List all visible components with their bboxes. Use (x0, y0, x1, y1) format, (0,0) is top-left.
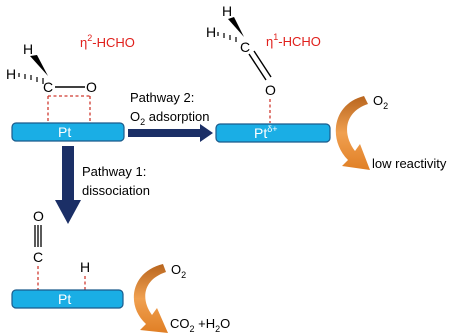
pathway2-arrow (128, 124, 213, 142)
curved-orange-arrow-bottom (133, 264, 168, 333)
pt-delta-surface: Ptδ+ (215, 123, 331, 143)
eta1-hcho-group: η1-HCHO H H C O (206, 3, 321, 123)
svg-text:dissociation: dissociation (82, 183, 150, 198)
svg-text:Ptδ+: Ptδ+ (254, 124, 278, 141)
atom-o: O (86, 79, 97, 95)
pathway1-arrow (55, 146, 81, 224)
o2-label-bottom: O2 (171, 262, 186, 280)
pathway1-label: Pathway 1: dissociation (82, 164, 150, 198)
atom-c-bottom: C (33, 249, 43, 265)
triple-bond (34, 225, 42, 247)
curved-orange-arrow-top (335, 96, 370, 170)
svg-text:Pathway 2:: Pathway 2: (130, 90, 194, 105)
pathway2-label: Pathway 2: O2 adsorption (130, 90, 209, 127)
atom-c-right: C (240, 39, 250, 55)
wedge-bond (30, 55, 48, 76)
svg-text:O2 adsorption: O2 adsorption (130, 109, 209, 127)
atom-h-left: H (6, 66, 16, 82)
eta2-hcho-group: η2-HCHO H H C O (6, 33, 135, 123)
atom-h-bottom: H (80, 259, 90, 275)
c-o-double-bond-1 (248, 53, 267, 81)
svg-text:Pt: Pt (58, 124, 71, 140)
o2-label-top: O2 (373, 93, 388, 111)
atom-o-right: O (265, 82, 276, 98)
pt-surface-top-left: Pt (11, 122, 125, 142)
svg-text:Pt: Pt (58, 291, 71, 307)
atom-h-left-right: H (206, 24, 216, 40)
c-o-double-bond-2 (253, 50, 272, 78)
dissociated-species: O C H (33, 208, 90, 290)
wedge-bond-right (228, 17, 244, 37)
eta1-hcho-label: η1-HCHO (266, 32, 321, 49)
hashed-bond (18, 73, 44, 84)
eta2-hcho-label: η2-HCHO (80, 33, 135, 50)
products-label: CO2 +H2O (170, 316, 230, 334)
atom-h-top: H (23, 41, 33, 57)
atom-c: C (43, 79, 53, 95)
svg-text:Pathway 1:: Pathway 1: (82, 164, 146, 179)
atom-h-top-right: H (222, 3, 232, 19)
pt-surface-bottom: Pt (11, 289, 124, 309)
atom-o-bottom: O (33, 208, 44, 224)
hashed-bond-right (217, 32, 237, 42)
low-reactivity-label: low reactivity (372, 156, 447, 171)
